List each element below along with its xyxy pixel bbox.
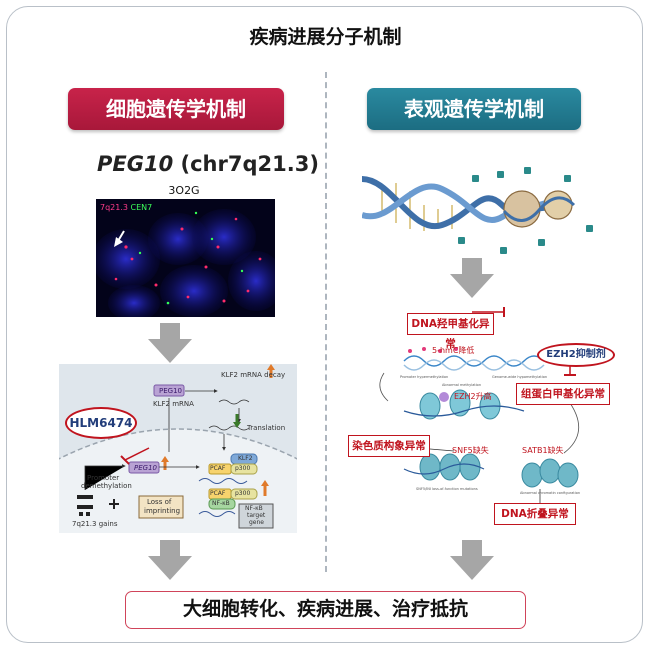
gene-locus: (chr7q21.3) (173, 152, 319, 176)
satb1-label: SATB1缺失 (522, 446, 564, 455)
gene-name: PEG10 (97, 152, 174, 176)
klf2-mrna-label: KLF2 mRNA (153, 400, 194, 408)
epigenetic-mechanism-figure: DNA羟甲基化异常 5-hmC降低 Promoter hypermethylat… (344, 303, 615, 536)
down-arrow-left-2 (148, 540, 192, 580)
outcome-box: 大细胞转化、疾病进展、治疗抵抗 (125, 591, 526, 629)
imprinting-label: imprinting (144, 507, 181, 515)
target-label-2: target (247, 512, 266, 519)
peg10-pathway-figure: HLM6474 KLF2 mRNA decay PEG10 KLF2 mRNA … (59, 364, 297, 533)
gene-title: PEG10 (chr7q21.3) (97, 152, 319, 176)
snf5-label: SNF5缺失 (452, 446, 489, 455)
target-label-1: NF-κB (245, 505, 263, 512)
demethylation-label: demethylation (81, 482, 132, 490)
outer-frame (6, 6, 643, 643)
down-arrow-right-1 (450, 258, 494, 298)
translation-label: Translation (247, 424, 286, 432)
hmc-small-2: Genome-wide hypomethylation (492, 375, 548, 379)
klf2-decay-label: KLF2 mRNA decay (221, 371, 286, 379)
sample-id: 3O2G (168, 184, 200, 197)
fish-probe-labels: 7q21.3 CEN7 (100, 203, 152, 212)
hmc-small-1: Promoter hypermethylation (400, 375, 449, 379)
p300-label-1: p300 (235, 465, 251, 472)
fish-nuclei (96, 209, 275, 317)
target-label-3: gene (249, 519, 264, 526)
histone-methylation-box: 组蛋白甲基化异常 (516, 383, 610, 405)
peg10-mid-label: PEG10 (134, 464, 157, 472)
pcaf-label-1: PCAF (210, 465, 226, 472)
p300-label-2: p300 (235, 490, 251, 497)
down-arrow-right-2 (450, 540, 494, 580)
gains-label: 7q21.3 gains (72, 520, 118, 528)
epigenetic-graphics (379, 307, 579, 503)
cytogenetic-header: 细胞遗传学机制 (68, 88, 284, 130)
dna-hydroxymethylation-box: DNA羟甲基化异常 (407, 313, 494, 350)
epigenetic-header: 表观遗传学机制 (367, 88, 581, 130)
snf-small: SNF5/INI loss-of-function mutations (416, 487, 478, 491)
peg10-top-label: PEG10 (159, 387, 182, 395)
ezh2-up-label: EZH2升高 (454, 392, 492, 401)
klf2-label: KLF2 (238, 455, 253, 462)
chromatin-small: Abnormal chromatin configuration (520, 491, 581, 495)
dna-nucleosome-illustration (362, 167, 593, 254)
loss-of-label: Loss of (147, 498, 172, 506)
diagram-title: 疾病进展分子机制 (249, 26, 402, 48)
promoter-label: Promoter (87, 474, 120, 482)
hlm6474-drug: HLM6474 (65, 407, 137, 439)
pcaf-label-2: PCAF (210, 490, 226, 497)
fish-label-green: CEN7 (130, 203, 153, 212)
dna-folding-box: DNA折叠异常 (494, 503, 576, 525)
chromatin-conformation-box: 染色质构象异常 (348, 435, 430, 457)
ezh2-inhibitor: EZH2抑制剂 (537, 343, 615, 367)
down-arrow-left-1 (148, 323, 192, 363)
pathway-graphics (59, 364, 297, 533)
fish-image: 7q21.3 CEN7 (96, 199, 275, 317)
abnormal-methylation-small: Abnormal methylation (442, 383, 482, 387)
fish-label-red: 7q21.3 (100, 203, 128, 212)
hmc-label: 5-hmC降低 (432, 346, 475, 355)
nfkb-label: NF-κB (212, 500, 230, 507)
column-divider (325, 72, 327, 572)
